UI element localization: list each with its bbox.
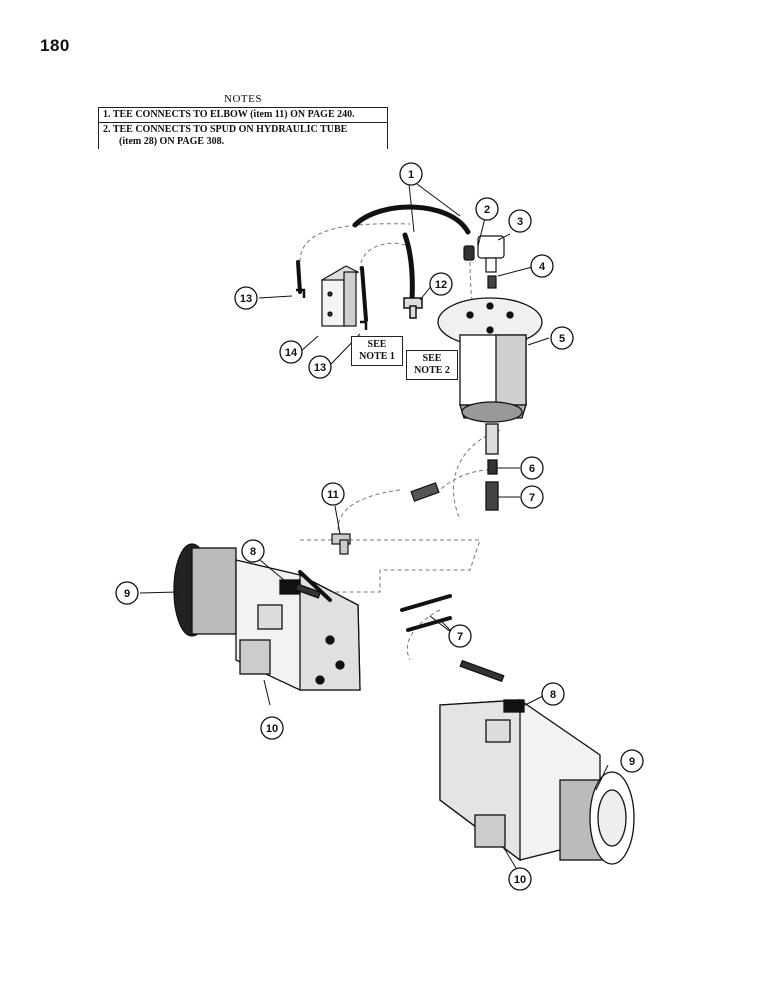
svg-text:11: 11 bbox=[327, 489, 339, 501]
callout-14: 14 bbox=[279, 340, 303, 364]
callout-9-right: 9 bbox=[620, 749, 644, 773]
callout-3: 3 bbox=[508, 209, 532, 233]
svg-text:14: 14 bbox=[285, 347, 298, 359]
callout-10-right: 10 bbox=[508, 867, 532, 891]
callout-8-upper: 8 bbox=[241, 539, 265, 563]
page-number: 180 bbox=[40, 36, 70, 55]
svg-text:8: 8 bbox=[250, 546, 256, 558]
hydraulic-pump-left bbox=[173, 543, 361, 691]
svg-text:8: 8 bbox=[550, 689, 556, 701]
callout-7-upper: 7 bbox=[520, 485, 544, 509]
note-2-line-1: 2. TEE CONNECTS TO SPUD ON HYDRAULIC TUB… bbox=[103, 124, 348, 135]
callout-13-lower: 13 bbox=[308, 355, 332, 379]
svg-text:6: 6 bbox=[529, 463, 535, 475]
see-note-1-line-1: SEE bbox=[367, 339, 387, 350]
valve-block bbox=[296, 265, 368, 330]
see-note-1-label: SEE NOTE 1 bbox=[351, 336, 403, 366]
svg-text:2: 2 bbox=[484, 204, 490, 216]
callout-6: 6 bbox=[520, 456, 544, 480]
callout-10-left: 10 bbox=[260, 716, 284, 740]
note-1: 1. TEE CONNECTS TO ELBOW (item 11) ON PA… bbox=[99, 108, 387, 123]
leader-lines bbox=[139, 183, 609, 869]
note-2: 2. TEE CONNECTS TO SPUD ON HYDRAULIC TUB… bbox=[99, 123, 387, 149]
svg-text:10: 10 bbox=[266, 723, 278, 735]
svg-text:9: 9 bbox=[124, 588, 130, 600]
svg-text:7: 7 bbox=[457, 631, 463, 643]
see-note-2-line-1: SEE bbox=[422, 353, 442, 364]
svg-text:5: 5 bbox=[559, 333, 565, 345]
svg-text:3: 3 bbox=[517, 216, 523, 228]
callout-1: 1 bbox=[399, 162, 423, 186]
svg-text:7: 7 bbox=[529, 492, 535, 504]
svg-text:4: 4 bbox=[539, 261, 546, 273]
svg-text:9: 9 bbox=[629, 756, 635, 768]
notes-box: 1. TEE CONNECTS TO ELBOW (item 11) ON PA… bbox=[98, 107, 388, 149]
callout-11: 11 bbox=[321, 482, 345, 506]
callout-12: 12 bbox=[429, 272, 453, 296]
hose-assemblies bbox=[296, 204, 471, 322]
hydraulic-pump-right bbox=[439, 659, 635, 865]
callout-13-upper: 13 bbox=[234, 286, 258, 310]
callout-2: 2 bbox=[475, 197, 499, 221]
note-2-line-2: (item 28) ON PAGE 308. bbox=[119, 136, 225, 147]
see-note-2-line-2: NOTE 2 bbox=[414, 365, 450, 376]
callout-7-lower: 7 bbox=[448, 624, 472, 648]
svg-text:10: 10 bbox=[514, 874, 526, 886]
callout-5: 5 bbox=[550, 326, 574, 350]
fittings-center bbox=[331, 482, 440, 555]
see-note-2-label: SEE NOTE 2 bbox=[406, 350, 458, 380]
svg-text:1: 1 bbox=[408, 169, 414, 181]
valve-fittings bbox=[463, 235, 505, 289]
lower-hoses bbox=[298, 570, 452, 632]
callout-4: 4 bbox=[530, 254, 554, 278]
tee-fitting bbox=[403, 297, 423, 319]
notes-title: NOTES bbox=[224, 93, 262, 105]
svg-text:12: 12 bbox=[435, 279, 447, 291]
svg-text:13: 13 bbox=[314, 362, 326, 374]
svg-text:13: 13 bbox=[240, 293, 252, 305]
callout-8-lower: 8 bbox=[541, 682, 565, 706]
callout-bubbles: 1 2 3 4 5 6 7 7 8 8 9 9 10 10 11 12 13 1… bbox=[115, 162, 644, 891]
steering-motor-housing bbox=[437, 297, 543, 511]
see-note-1-line-2: NOTE 1 bbox=[359, 351, 395, 362]
callout-9-left: 9 bbox=[115, 581, 139, 605]
